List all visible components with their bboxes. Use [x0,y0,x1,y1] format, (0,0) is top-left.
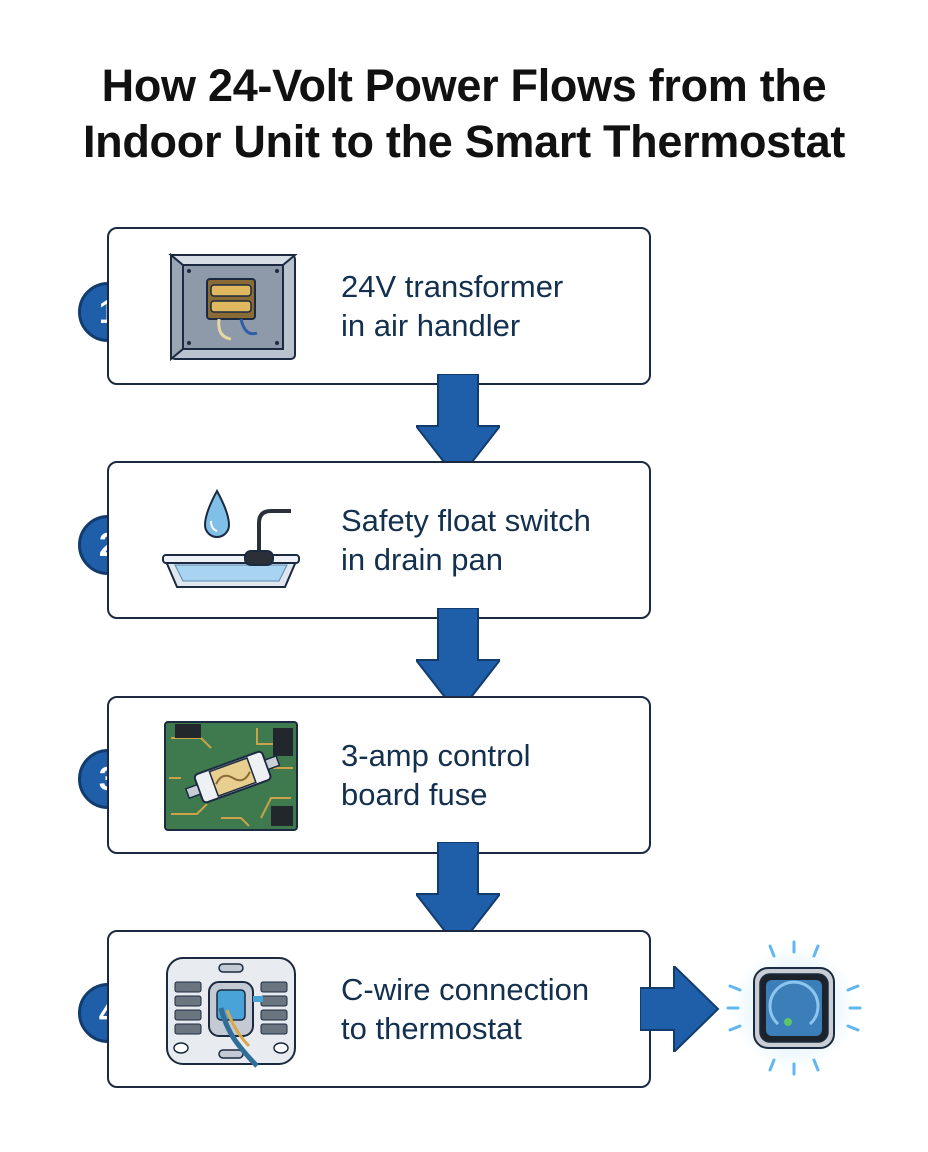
step-4-card: C-wire connection to thermostat [107,930,651,1088]
step-3-label-line-1: 3-amp control [341,738,531,773]
step-4-label-line-1: C-wire connection [341,972,590,1007]
step-4-label-line-2: to thermostat [341,1011,522,1046]
circuit-board-fuse-icon [164,721,298,831]
step-2-label-line-1: Safety float switch [341,503,591,538]
step-2-card: Safety float switch in drain pan [107,461,651,619]
title-line-1: How 24-Volt Power Flows from the [101,60,827,111]
arrow-down-icon [416,842,500,950]
arrow-down-icon [416,374,500,482]
step-2-label: Safety float switch in drain pan [341,501,641,579]
step-1-label: 24V transformer in air handler [341,267,641,345]
step-1-label-line-2: in air handler [341,308,521,343]
step-4-label: C-wire connection to thermostat [341,970,641,1048]
step-3-card: 3-amp control board fuse [107,696,651,854]
step-3-label-line-2: board fuse [341,777,488,812]
transformer-box-icon [168,252,298,362]
smart-thermostat-icon [726,940,862,1076]
step-3-label: 3-amp control board fuse [341,736,641,814]
page-title: How 24-Volt Power Flows from the Indoor … [0,58,928,170]
step-2-label-line-2: in drain pan [341,542,504,577]
step-1-label-line-1: 24V transformer [341,269,564,304]
arrow-right-icon [640,966,720,1052]
step-1-card: 24V transformer in air handler [107,227,651,385]
title-line-2: Indoor Unit to the Smart Thermostat [82,116,845,167]
thermostat-wiring-plate-icon [166,957,296,1068]
arrow-down-icon [416,608,500,716]
drain-pan-float-switch-icon [162,488,300,588]
